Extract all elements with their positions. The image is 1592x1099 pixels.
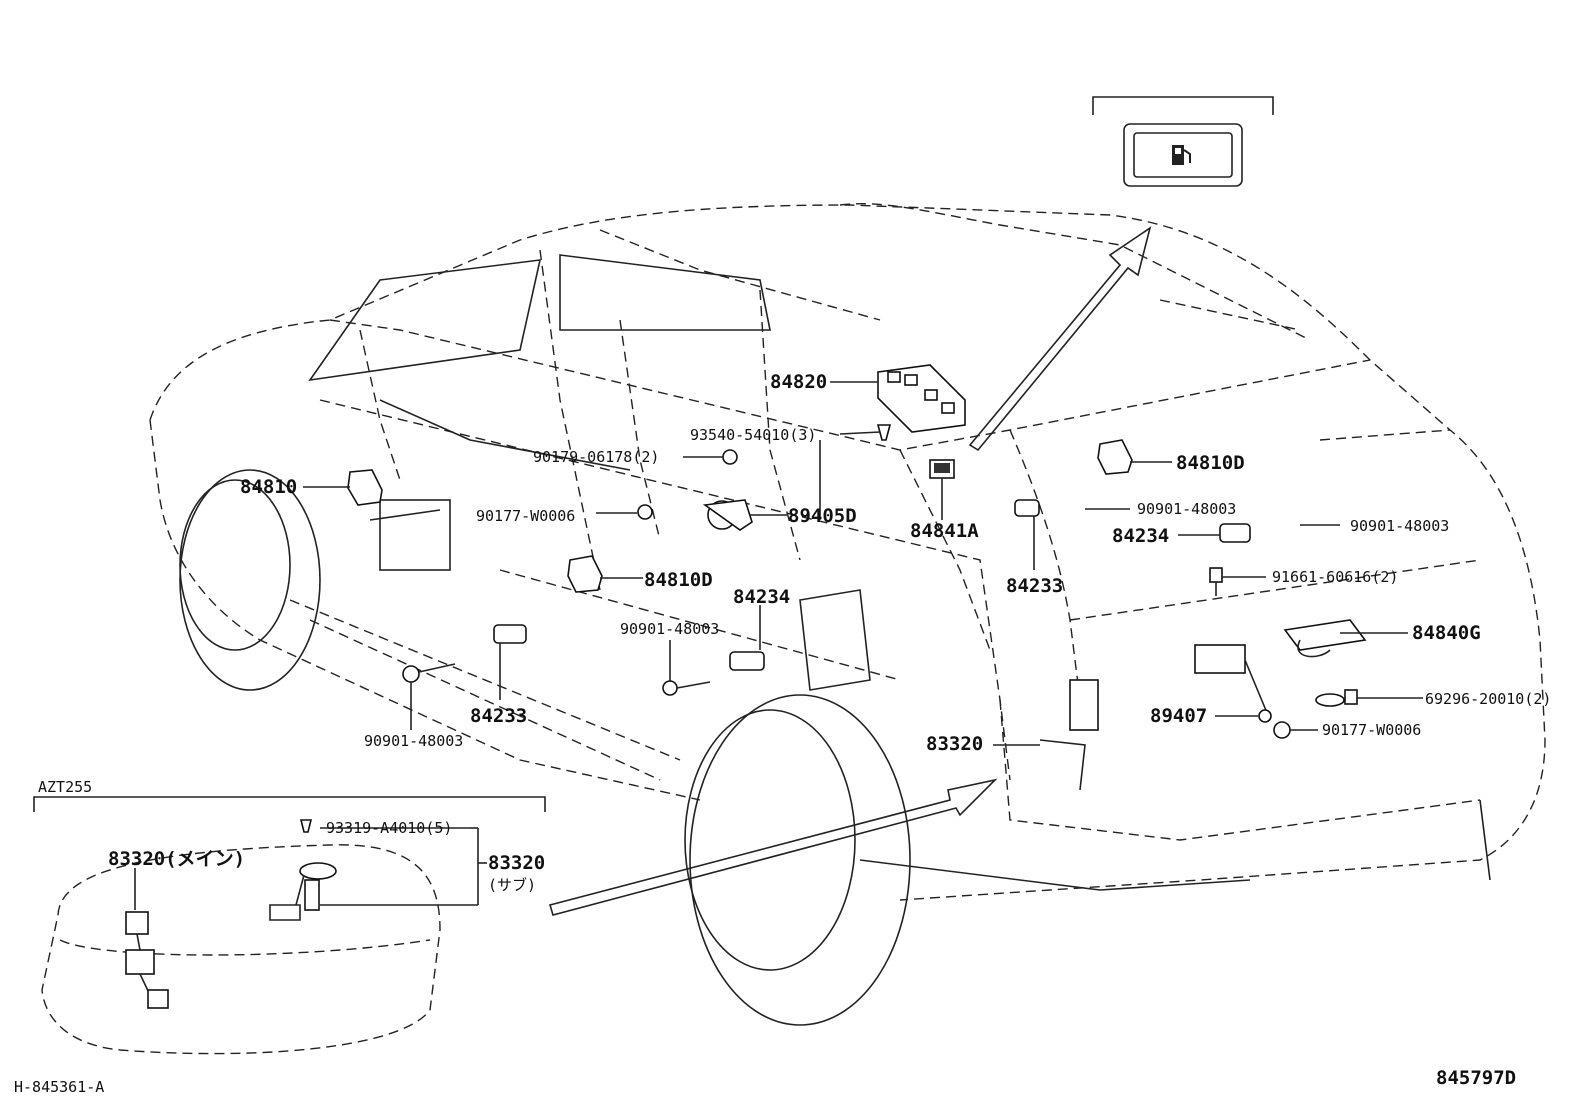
part-91661-bolt xyxy=(1209,567,1223,596)
label-69296: 69296-20010(2) xyxy=(1425,690,1551,708)
part-84233-left xyxy=(493,624,527,644)
arrow-to-inset xyxy=(548,778,998,916)
label-90901-left: 90901-48003 xyxy=(364,732,463,750)
label-83320-main: 83320(メイン) xyxy=(108,848,245,870)
part-84234-center xyxy=(729,651,765,671)
part-84810D-center-switch xyxy=(567,555,603,593)
label-83320-sub-note: (サブ) xyxy=(488,876,536,894)
part-84233-right xyxy=(1014,499,1040,517)
label-90901-right-2: 90901-48003 xyxy=(1350,517,1449,535)
label-84233-left: 84233 xyxy=(470,705,527,727)
part-84820-switch-assy xyxy=(877,364,966,433)
inset-model-label: AZT255 xyxy=(38,778,92,796)
label-91661: 91661-60616(2) xyxy=(1272,568,1398,586)
label-90901-right-1: 90901-48003 xyxy=(1137,500,1236,518)
leader-lines xyxy=(303,381,1423,746)
inset-reference-id: H-845361-A xyxy=(14,1078,104,1096)
label-84820: 84820 xyxy=(770,371,827,393)
part-83320-sender xyxy=(1039,679,1099,791)
part-89405D-sensor xyxy=(702,499,753,531)
label-90177-left: 90177-W0006 xyxy=(476,507,575,525)
label-93319: 93319-A4010(5) xyxy=(326,819,452,837)
diagram-id: 845797D xyxy=(1436,1067,1516,1089)
label-84810-left: 84810 xyxy=(240,476,297,498)
part-84810-left-switch xyxy=(347,469,383,506)
label-84234-center: 84234 xyxy=(733,586,790,608)
part-93540-screw xyxy=(876,424,892,441)
part-90901-left-screw xyxy=(402,663,456,683)
label-84810D-right: 84810D xyxy=(1176,452,1245,474)
label-93540: 93540-54010(3) xyxy=(690,426,816,444)
label-90901-center: 90901-48003 xyxy=(620,620,719,638)
part-84234-right xyxy=(1219,523,1251,543)
inset-box xyxy=(33,796,546,1055)
label-84233-right: 84233 xyxy=(1006,575,1063,597)
part-90179-nut xyxy=(722,449,738,465)
arrow-to-rear-detail xyxy=(968,226,1152,452)
part-84841A-switch xyxy=(929,459,955,479)
part-69296-clip xyxy=(1315,689,1358,707)
label-84840G: 84840G xyxy=(1412,622,1481,644)
label-90177-right: 90177-W0006 xyxy=(1322,721,1421,739)
fuel-pump-icon xyxy=(1172,145,1191,165)
part-84810D-right-switch xyxy=(1097,439,1133,475)
label-90179: 90179-06178(2) xyxy=(533,448,659,466)
part-84840G-switch xyxy=(1283,619,1367,658)
label-83320-right: 83320 xyxy=(926,733,983,755)
label-84810D-center: 84810D xyxy=(644,569,713,591)
label-89407: 89407 xyxy=(1150,705,1207,727)
label-83320-sub: 83320 xyxy=(488,852,545,874)
part-89407-sensor xyxy=(1194,644,1272,723)
vehicle-outline xyxy=(149,203,1546,1026)
label-84841A: 84841A xyxy=(910,520,979,542)
part-90177-right-clip xyxy=(1273,721,1291,739)
label-84234-right: 84234 xyxy=(1112,525,1169,547)
part-90901-center-screw xyxy=(662,680,711,696)
part-90177-left-clip xyxy=(637,504,653,520)
switch-detail-box xyxy=(1092,96,1274,187)
callout-labels: 84820 93540-54010(3) 90179-06178(2) 8481… xyxy=(14,371,1551,1096)
label-89405D: 89405D xyxy=(788,505,857,527)
